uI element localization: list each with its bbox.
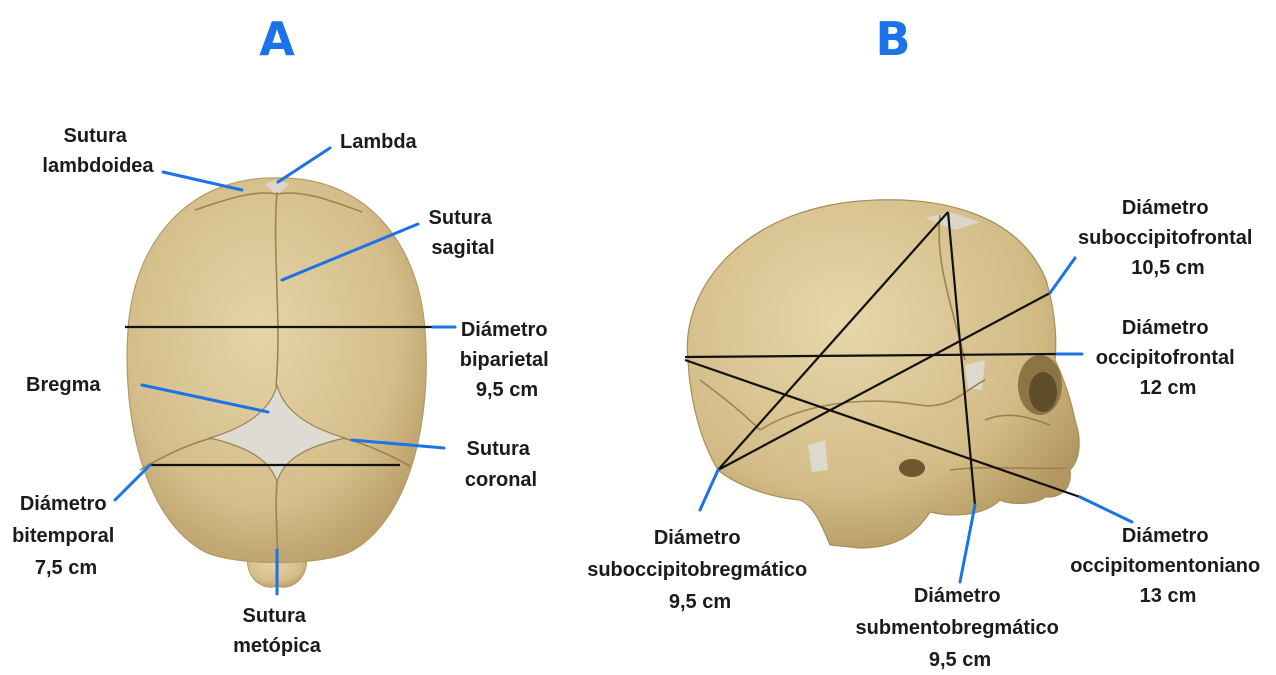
label-diametro-occipitofrontal: Diámetro occipitofrontal 12 cm xyxy=(1096,317,1240,399)
label-sutura-metopica: Sutura metópica xyxy=(233,605,322,657)
leader-lambda xyxy=(278,148,330,182)
skull-top-view xyxy=(125,178,433,587)
orbit-inner xyxy=(1029,372,1057,412)
label-sutura-coronal: Sutura coronal xyxy=(465,438,537,491)
label-sutura-lambdoidea: Sutura lambdoidea xyxy=(42,125,154,177)
skull-lateral-view xyxy=(685,200,1080,548)
leader-sutura-lambdoidea xyxy=(163,172,242,190)
label-bregma: Bregma xyxy=(26,374,101,396)
label-diametro-occipitomentoniano: Diámetro occipitomentoniano 13 cm xyxy=(1070,525,1266,607)
panel-letter-b: B xyxy=(875,12,910,66)
label-diametro-biparietal: Diámetro biparietal 9,5 cm xyxy=(460,319,554,401)
panel-letter-a: A xyxy=(259,12,295,66)
ear-opening xyxy=(899,459,925,477)
label-sutura-sagital: Sutura sagital xyxy=(429,207,498,259)
label-diametro-suboccipitofrontal: Diámetro suboccipitofrontal 10,5 cm xyxy=(1078,197,1258,279)
leader-diametro-suboccipitobregmatico xyxy=(700,470,718,510)
label-diametro-bitemporal: Diámetro bitemporal 7,5 cm xyxy=(12,493,120,579)
leader-diametro-submentobregmatico xyxy=(960,505,975,582)
label-diametro-suboccipitobregmatico: Diámetro suboccipitobregmático 9,5 cm xyxy=(587,527,813,613)
leader-diametro-occipitomentoniano xyxy=(1080,497,1132,522)
label-diametro-submentobregmatico: Diámetro submentobregmático 9,5 cm xyxy=(856,585,1065,671)
leader-diametro-suboccipitofrontal xyxy=(1050,258,1075,293)
leader-diametro-bitemporal xyxy=(115,465,150,500)
label-lambda: Lambda xyxy=(340,131,418,153)
